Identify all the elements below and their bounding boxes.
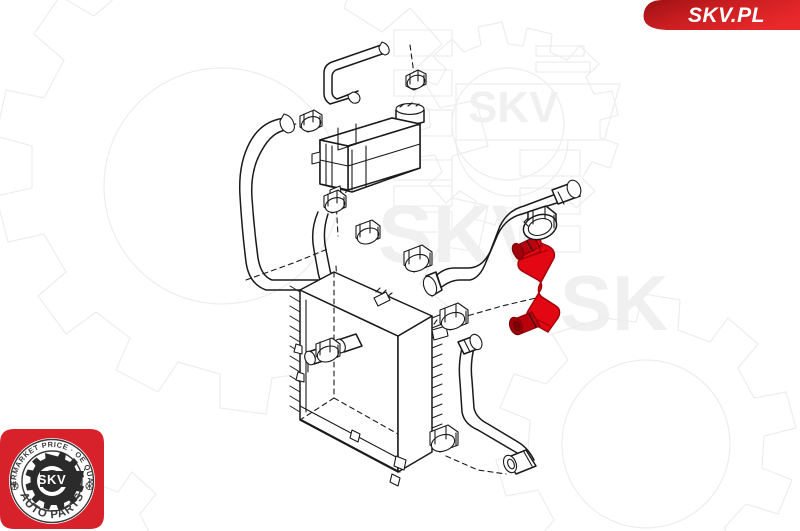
banner-label: SKV.PL bbox=[688, 4, 765, 27]
hose-clamp-7 bbox=[315, 337, 341, 363]
lower-hose-collar-bottom bbox=[502, 449, 537, 475]
hose-clamp-2 bbox=[299, 109, 323, 133]
lower-hose-collar-top bbox=[457, 333, 483, 355]
radiator bbox=[289, 271, 449, 487]
banner-shape bbox=[643, 0, 800, 30]
hose-collar-right bbox=[551, 179, 582, 205]
hose-clamp-4 bbox=[355, 219, 381, 245]
seal-star-right bbox=[85, 481, 94, 491]
aftermarket-quality-seal: AFTERMARKET PRICE · OE QUALITY AUTO PART… bbox=[0, 427, 104, 531]
hose-clamps bbox=[299, 69, 558, 453]
highlighted-coolant-hose bbox=[508, 236, 561, 336]
seal-center-text: SKV bbox=[38, 472, 67, 487]
hose-clamp-9 bbox=[522, 205, 558, 241]
seal-star-left bbox=[10, 481, 19, 491]
hose-clamp-8 bbox=[429, 424, 459, 453]
expansion-tank bbox=[311, 102, 425, 209]
lower-right-hose bbox=[457, 333, 537, 475]
overflow-tube bbox=[323, 41, 390, 105]
seal-outer-ring bbox=[9, 438, 95, 524]
hose-clamp-3 bbox=[323, 189, 347, 214]
hose-clamp-5 bbox=[403, 244, 433, 273]
svg-text:SKV: SKV bbox=[468, 83, 559, 132]
hose-clamp-6 bbox=[439, 302, 469, 331]
seal-inner-ring bbox=[21, 450, 83, 512]
upper-right-hose bbox=[422, 179, 582, 297]
hose-end-bottom bbox=[508, 311, 541, 336]
hose-clamp-1 bbox=[405, 69, 427, 91]
skv-pl-banner: SKV.PL bbox=[630, 0, 800, 38]
hose-end-top bbox=[511, 236, 541, 260]
upper-left-hose bbox=[238, 113, 337, 291]
svg-text:SK: SK bbox=[560, 259, 668, 347]
hose-collar-left bbox=[422, 271, 443, 297]
seal-gear-icon: SKV bbox=[25, 451, 84, 510]
